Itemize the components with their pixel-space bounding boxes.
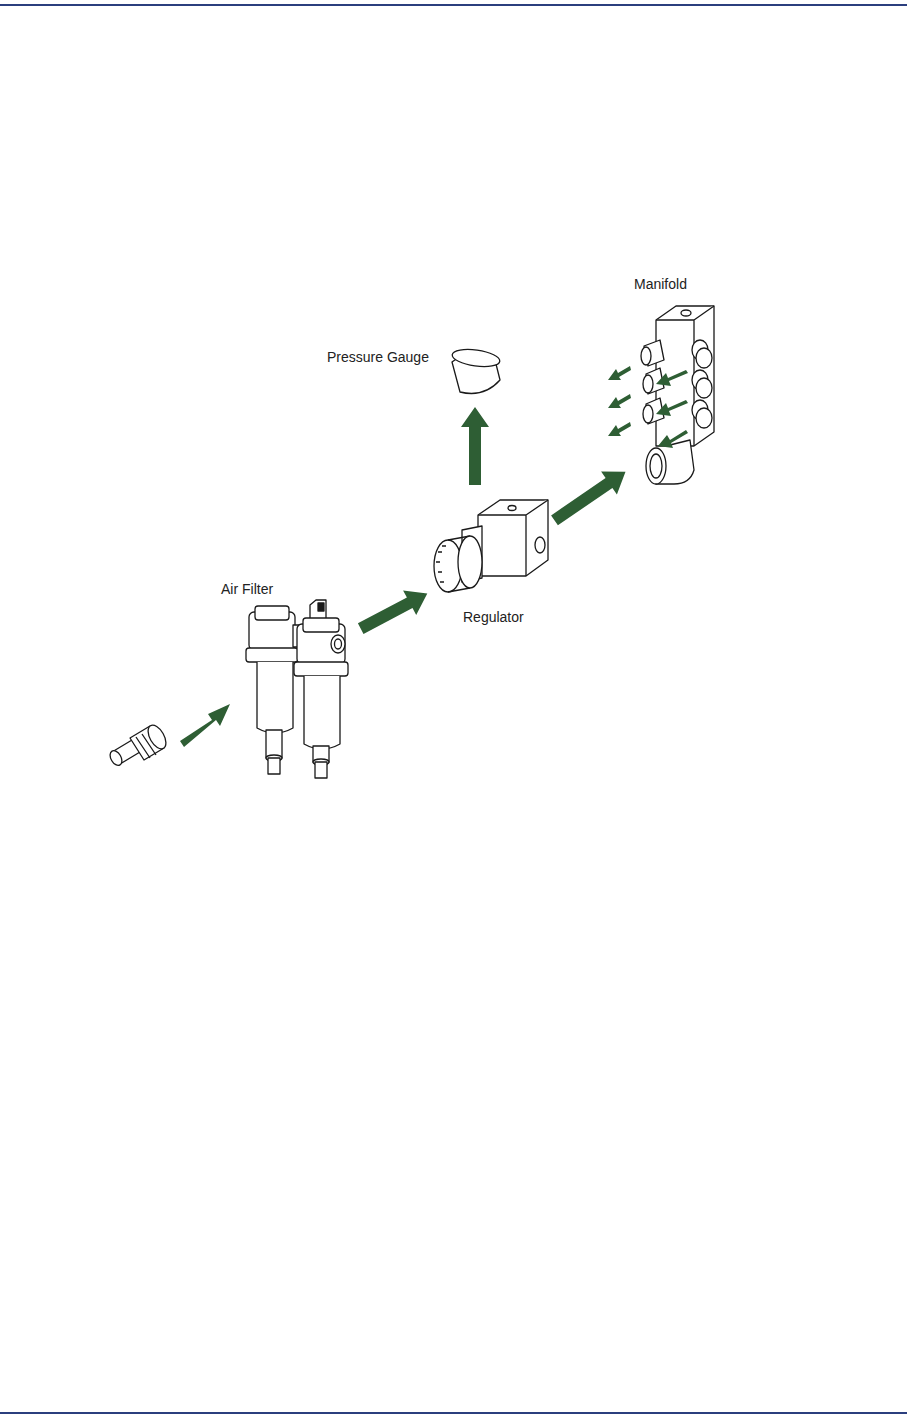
air-filter-unit (294, 618, 348, 778)
component-group: Manifold (628, 276, 720, 494)
bottom-rule (0, 1412, 907, 1414)
manifold-flow-arrows (608, 366, 688, 448)
flow-arrow (551, 471, 625, 525)
air-filter-unit (246, 606, 298, 774)
regulator-label: Regulator (462, 609, 525, 625)
manifold-label: Manifold (633, 276, 688, 292)
manifold-block (641, 306, 714, 484)
regulator-body (434, 500, 548, 592)
component-group: Air Filter (216, 578, 358, 782)
component-group: Regulator (430, 488, 552, 628)
pressure-gauge-label: Pressure Gauge (326, 349, 430, 365)
inlet-arrow (180, 704, 230, 747)
inlet-fitting (108, 722, 170, 767)
top-rule (0, 4, 907, 6)
pressure-gauge (451, 347, 501, 394)
component-group: Pressure Gauge (322, 340, 504, 404)
flow-arrow (461, 407, 489, 485)
air-filter-label: Air Filter (220, 581, 274, 597)
flow-arrow (358, 590, 427, 634)
